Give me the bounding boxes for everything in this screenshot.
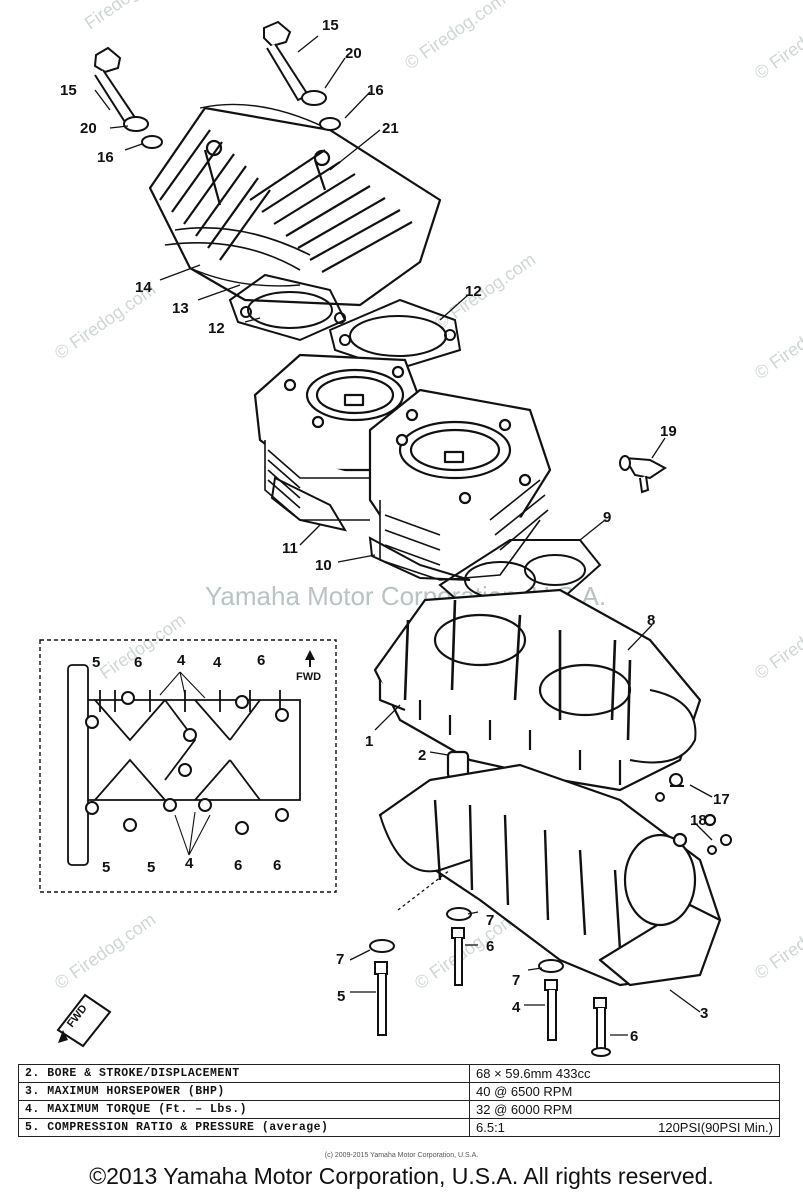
inset-number: 5 xyxy=(147,859,155,876)
watermark: Firedog.com xyxy=(96,610,189,684)
fwd-arrow-icon xyxy=(305,650,315,667)
watermark: © Firedog.com xyxy=(51,909,159,993)
small-copyright: (c) 2009-2015 Yamaha Motor Corporation, … xyxy=(324,1152,479,1159)
callout-14: 14 xyxy=(135,279,152,296)
watermark: Firedog.com xyxy=(81,0,174,33)
leader-lines xyxy=(94,35,713,1036)
callout-1: 1 xyxy=(365,733,373,750)
callout-21: 21 xyxy=(382,120,399,137)
inset-number: 4 xyxy=(213,654,222,671)
spec-value: 6.5:1 120PSI(90PSI Min.) xyxy=(469,1118,780,1137)
spec-label: 3. MAXIMUM HORSEPOWER (BHP) xyxy=(18,1082,470,1101)
inset-number: 5 xyxy=(92,654,100,671)
callout-6: 6 xyxy=(486,938,494,955)
spec-value-text: 32 @ 6000 RPM xyxy=(476,1102,573,1117)
base-gaskets xyxy=(270,476,471,581)
callout-4: 4 xyxy=(512,999,521,1016)
callout-20: 20 xyxy=(345,45,362,62)
callout-7: 7 xyxy=(486,912,494,929)
watermark: © Firedog.com xyxy=(751,899,803,983)
callout-10: 10 xyxy=(315,557,332,574)
watermark: © Firedog.com xyxy=(431,249,539,333)
watermark: © Firedog.com xyxy=(411,909,519,993)
watermark: © Firedog.com xyxy=(751,599,803,683)
cylinder-head xyxy=(148,103,442,307)
spec-value-text: 68 × 59.6mm 433cc xyxy=(476,1066,591,1081)
watermark: © Firedog.com xyxy=(751,0,803,83)
spec-value: 68 × 59.6mm 433cc xyxy=(469,1064,780,1083)
spec-row: 2. BORE & STROKE/DISPLACEMENT 68 × 59.6m… xyxy=(18,1064,780,1083)
copyright-notice: ©2013 Yamaha Motor Corporation, U.S.A. A… xyxy=(89,1163,714,1189)
spec-label: 5. COMPRESSION RATIO & PRESSURE (average… xyxy=(18,1118,470,1137)
callout-7: 7 xyxy=(336,951,344,968)
lower-crankcase xyxy=(378,763,722,987)
inset-number: 6 xyxy=(134,654,142,671)
callout-6: 6 xyxy=(630,1028,638,1045)
fitting xyxy=(619,455,667,494)
inset-number: 6 xyxy=(257,652,265,669)
spec-value: 32 @ 6000 RPM xyxy=(469,1100,780,1119)
callout-9: 9 xyxy=(603,509,611,526)
upper-crankcase xyxy=(373,588,702,792)
inset-number: 6 xyxy=(234,857,242,874)
inset-number: 6 xyxy=(273,857,281,874)
callout-12: 12 xyxy=(208,320,225,337)
callout-20: 20 xyxy=(80,120,97,137)
spec-row: 4. MAXIMUM TORQUE (Ft. – Lbs.) 32 @ 6000… xyxy=(18,1100,780,1119)
callout-13: 13 xyxy=(172,300,189,317)
inset-number: 4 xyxy=(185,855,194,872)
fwd-label: FWD xyxy=(296,671,321,683)
callout-15: 15 xyxy=(60,82,77,99)
callout-12: 12 xyxy=(465,283,482,300)
callout-7: 7 xyxy=(512,972,520,989)
specifications-table: 2. BORE & STROKE/DISPLACEMENT 68 × 59.6m… xyxy=(18,1064,780,1137)
cylinders xyxy=(253,353,552,581)
inset-frame xyxy=(39,639,337,893)
callout-8: 8 xyxy=(647,612,655,629)
spec-row: 3. MAXIMUM HORSEPOWER (BHP) 40 @ 6500 RP… xyxy=(18,1082,780,1101)
fwd-direction-icon: FWD xyxy=(56,993,112,1048)
callout-3: 3 xyxy=(700,1005,708,1022)
inset-diagram: 5 6 4 4 6 5 5 4 6 6 FWD xyxy=(39,639,337,893)
inset-number: 4 xyxy=(177,652,186,669)
head-bolts xyxy=(93,20,341,149)
lower-bolts xyxy=(369,773,732,1057)
spec-value: 40 @ 6500 RPM xyxy=(469,1082,780,1101)
callout-19: 19 xyxy=(660,423,677,440)
watermark: © Firedog.com xyxy=(401,0,509,73)
spec-label: 4. MAXIMUM TORQUE (Ft. – Lbs.) xyxy=(18,1100,470,1119)
spec-row: 5. COMPRESSION RATIO & PRESSURE (average… xyxy=(18,1118,780,1137)
spec-value-text: 6.5:1 xyxy=(476,1120,505,1135)
watermark: © Firedog.com xyxy=(751,299,803,383)
callout-16: 16 xyxy=(367,82,384,99)
inset-number: 5 xyxy=(102,859,110,876)
callout-17: 17 xyxy=(713,791,730,808)
callout-11: 11 xyxy=(282,540,298,557)
spec-value-text: 40 @ 6500 RPM xyxy=(476,1084,573,1099)
callouts: 15 15 20 20 16 16 21 14 13 12 12 19 9 11… xyxy=(60,17,730,1045)
callout-15: 15 xyxy=(322,17,339,34)
callout-16: 16 xyxy=(97,149,114,166)
callout-2: 2 xyxy=(418,747,426,764)
spec-value-extra: 120PSI(90PSI Min.) xyxy=(658,1120,773,1135)
spec-label: 2. BORE & STROKE/DISPLACEMENT xyxy=(18,1064,470,1083)
head-gaskets xyxy=(228,273,462,372)
callout-5: 5 xyxy=(337,988,345,1005)
callout-18: 18 xyxy=(690,812,707,829)
